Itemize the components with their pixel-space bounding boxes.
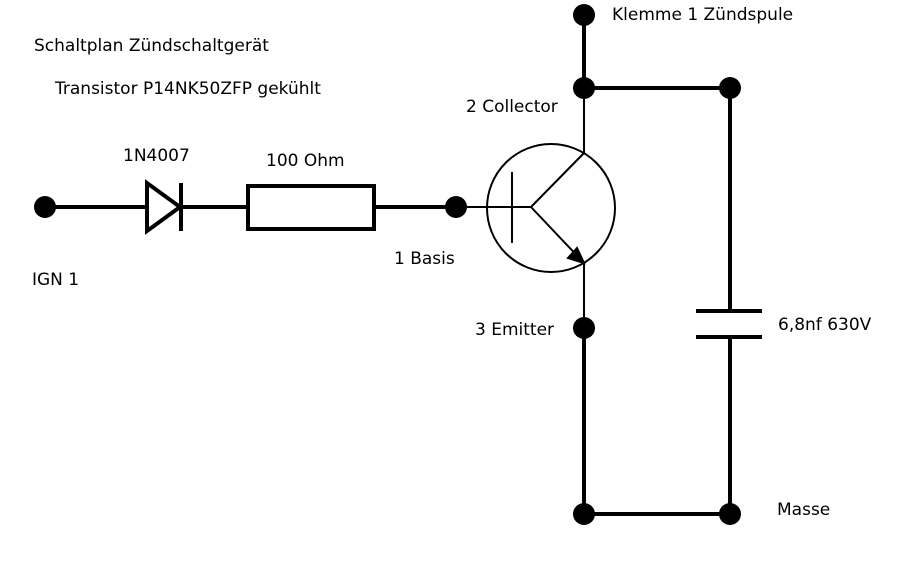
diagram-title: Schaltplan Zündschaltgerät	[34, 36, 269, 56]
capacitor-label: 6,8nf 630V	[778, 315, 872, 335]
diagram-subtitle: Transistor P14NK50ZFP gekühlt	[55, 79, 321, 99]
emitter-label: 3 Emitter	[475, 320, 555, 340]
diode-label: 1N4007	[123, 146, 190, 166]
node-capacitor-top	[719, 77, 741, 99]
basis-label: 1 Basis	[394, 249, 455, 269]
resistor-symbol	[246, 184, 376, 231]
node-ground-left	[573, 503, 595, 525]
resistor-label: 100 Ohm	[266, 151, 345, 171]
collector-label: 2 Collector	[466, 97, 558, 117]
node-collector	[573, 77, 595, 99]
transistor-symbol	[456, 143, 616, 273]
node-ign	[34, 196, 56, 218]
masse-label: Masse	[777, 500, 831, 520]
ign-label: IGN 1	[32, 270, 80, 290]
node-emitter	[573, 317, 595, 339]
capacitor-symbol	[696, 309, 762, 339]
node-basis	[445, 196, 467, 218]
node-ground-right	[719, 503, 741, 525]
node-klemme	[573, 4, 595, 26]
klemme-label: Klemme 1 Zündspule	[612, 5, 794, 25]
diode-symbol	[145, 179, 184, 235]
